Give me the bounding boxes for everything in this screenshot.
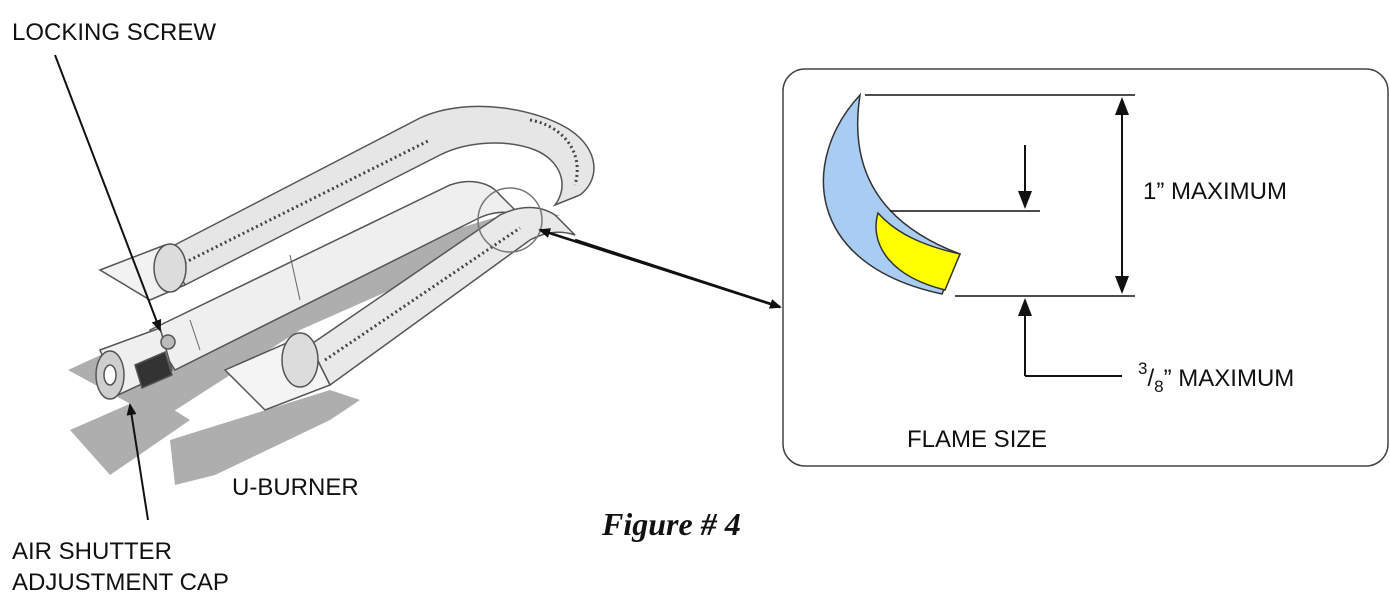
three-eighths-max-label: 3/8” MAXIMUM bbox=[1138, 359, 1294, 396]
figure-caption: Figure # 4 bbox=[601, 506, 741, 542]
locking-screw bbox=[160, 334, 176, 350]
air-shutter-label-line1: AIR SHUTTER bbox=[12, 538, 172, 565]
flame-size-label: FLAME SIZE bbox=[907, 426, 1047, 453]
detail-box bbox=[782, 68, 1389, 467]
u-burner bbox=[95, 105, 595, 411]
locking-screw-label: LOCKING SCREW bbox=[12, 19, 216, 46]
flame-size-detail: 1” MAXIMUM 3/8” MAXIMUM FLAME SIZE bbox=[782, 68, 1389, 467]
locking-screw-leader bbox=[54, 54, 162, 332]
air-shutter-leader bbox=[126, 403, 149, 521]
detail-circle bbox=[477, 187, 543, 253]
back-tube bbox=[163, 105, 595, 286]
air-shutter-label-line2: ADJUSTMENT CAP bbox=[12, 569, 229, 596]
inner-flame bbox=[875, 211, 962, 291]
one-inch-max-label: 1” MAXIMUM bbox=[1143, 178, 1287, 205]
u-burner-label: U-BURNER bbox=[232, 474, 359, 501]
